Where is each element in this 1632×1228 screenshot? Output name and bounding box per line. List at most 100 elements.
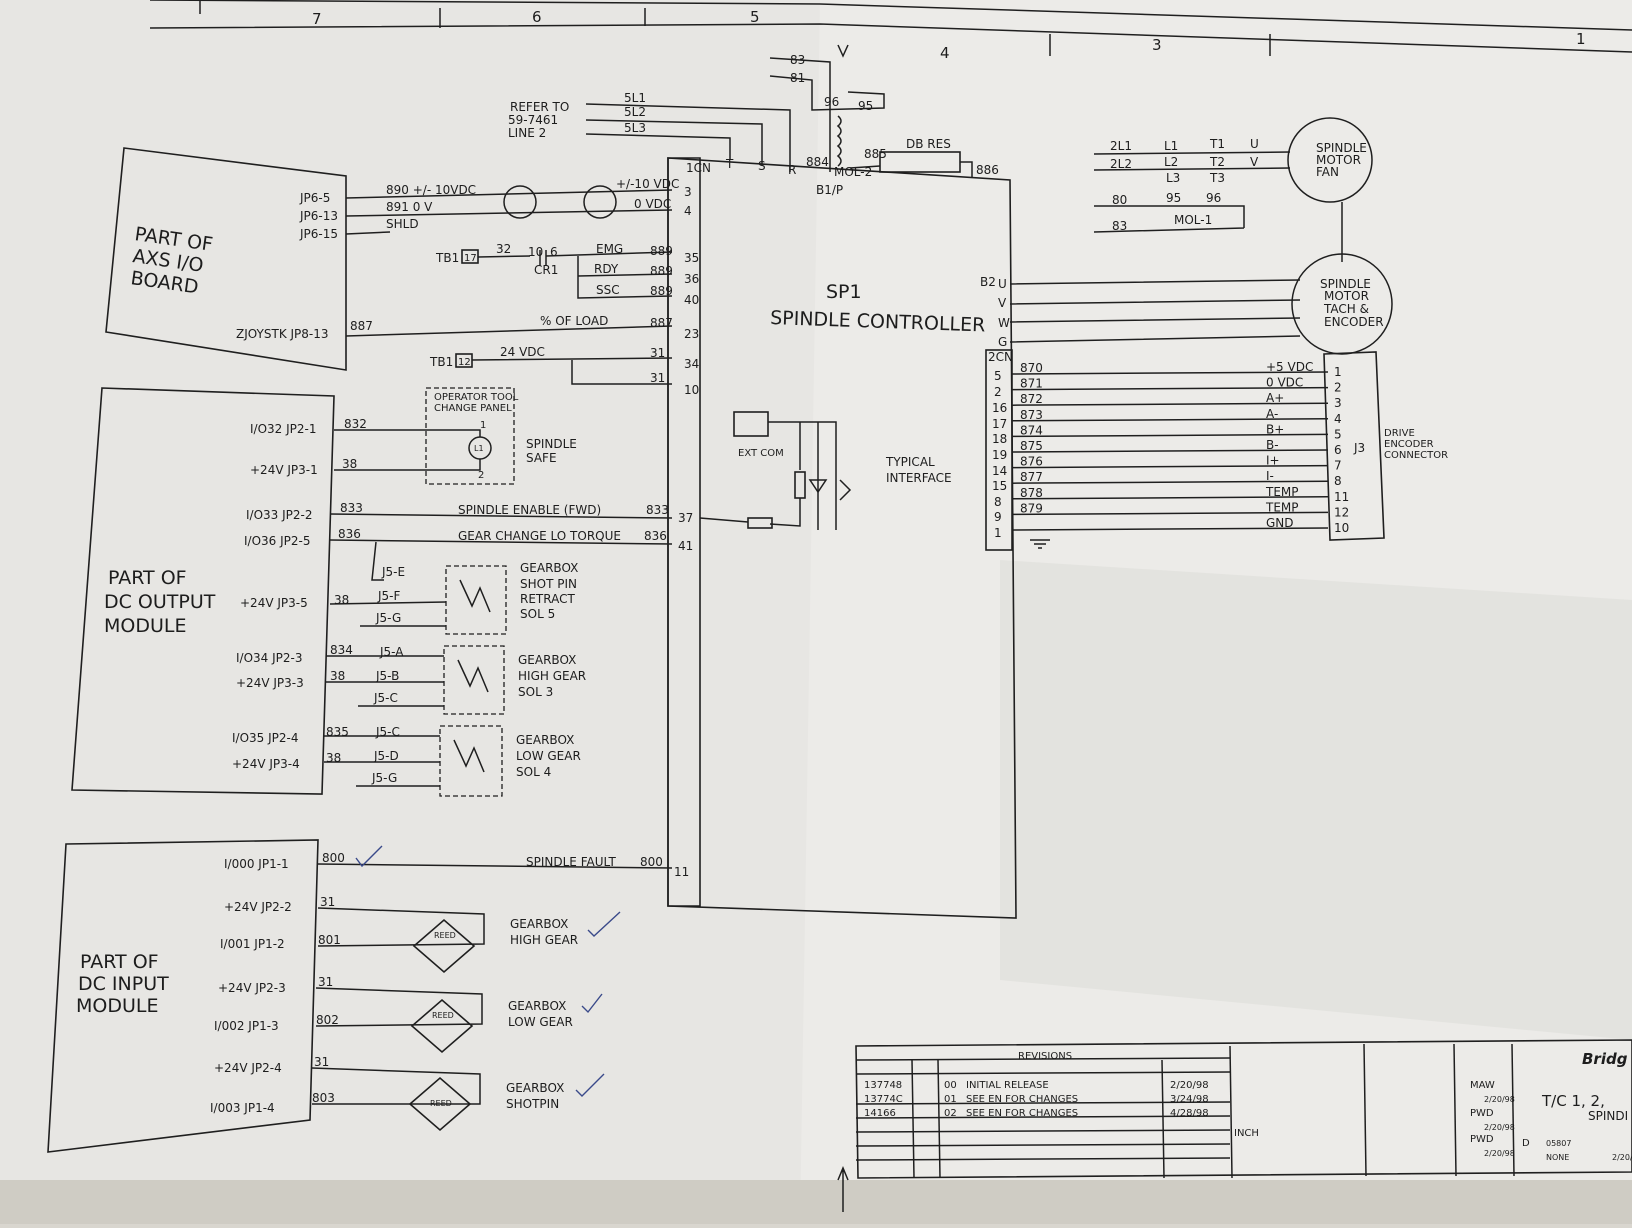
encoder-signal-10: GND: [1266, 516, 1294, 530]
encoder-signal-3: A-: [1266, 407, 1278, 421]
encoder-wire-number-7: 877: [1020, 470, 1043, 484]
revisions-block: REVISIONS 137748 00 INITIAL RELEASE 2/20…: [837, 1039, 1632, 1212]
refer-1: REFER TO: [510, 100, 569, 114]
encoder-signal-8: TEMP: [1265, 485, 1299, 499]
dco-pin-7: I/O35 JP2-4: [232, 731, 299, 745]
wire-31-b: 31: [650, 371, 665, 385]
ctrl-v: V: [998, 296, 1007, 310]
dco-pin-8: +24V JP3-4: [232, 757, 300, 771]
j5-a: J5-A: [379, 645, 404, 659]
encoder-wire-5: [1011, 449, 1329, 453]
j5-f: J5-F: [377, 589, 401, 603]
encoder-label-3: CONNECTOR: [1384, 450, 1448, 461]
operator-2: CHANGE PANEL: [434, 403, 512, 414]
cn2-label: 2CN: [988, 350, 1013, 364]
reed-shot-label: REED: [430, 1099, 452, 1108]
j5-g-b: J5-G: [371, 771, 397, 785]
reed-switch-high: REED 31 801 GEARBOX HIGH GEAR: [317, 895, 621, 974]
date-3: 2/20/98: [1612, 1153, 1632, 1162]
date-2: 2/20/98: [1484, 1149, 1515, 1158]
encoder-pin-0: 1: [1334, 365, 1342, 379]
sol5-3: RETRACT: [520, 592, 575, 606]
rev-row-2-date: 4/28/98: [1170, 1108, 1209, 1119]
wire-32: 32: [496, 242, 511, 256]
rev-row-1-no: 13774C: [864, 1094, 903, 1105]
cr1-label: CR1: [534, 263, 558, 277]
encoder-signal-6: I+: [1266, 454, 1280, 468]
wire-31-d: 31: [318, 975, 333, 989]
drawing-subtitle: SPINDI: [1588, 1109, 1628, 1123]
sol4-2: LOW GEAR: [516, 749, 581, 763]
j5-g-a: J5-G: [375, 611, 401, 625]
encoder-label-1: DRIVE: [1384, 428, 1415, 439]
rev-row-1-desc: SEE EN FOR CHANGES: [966, 1094, 1078, 1105]
encoder-signal-9: TEMP: [1265, 500, 1299, 514]
encoder-wire-number-9: 879: [1020, 501, 1043, 515]
sol5-1: GEARBOX: [520, 561, 578, 575]
lamp-pin-1: 1: [480, 420, 486, 431]
cn2-pin-7: 15: [992, 479, 1007, 493]
approved-by: PWD: [1470, 1134, 1494, 1145]
wire-10: 10: [528, 245, 543, 259]
refer-2: 59-7461: [508, 113, 558, 127]
drawing-title: T/C 1, 2,: [1541, 1092, 1605, 1110]
reed-switch-low: REED 31 802 GEARBOX LOW GEAR: [315, 975, 603, 1054]
cn2-pin-2: 16: [992, 401, 1007, 415]
dci-pin-5: +24V JP2-4: [214, 1061, 282, 1075]
encoder-pin-9: 12: [1334, 505, 1349, 519]
wire-31-c: 31: [320, 895, 335, 909]
spindle-safe-1: SPINDLE: [526, 437, 577, 451]
vdc10-label: +/-10 VDC: [616, 177, 679, 191]
axs-pin-jp6-15: JP6-15: [299, 227, 338, 241]
wire-887-right: 887: [650, 316, 673, 330]
sw-shot-2: SHOTPIN: [506, 1097, 559, 1111]
dco-title-1: PART OF: [108, 567, 187, 589]
vdc24-label: 24 VDC: [500, 345, 545, 359]
spindle-enable-label: SPINDLE ENABLE (FWD): [458, 503, 601, 517]
wire-801: 801: [318, 933, 341, 947]
fscm-value: 05807: [1546, 1139, 1571, 1148]
zero-vdc-label: 0 VDC: [634, 197, 671, 211]
encoder-pin-10: 10: [1334, 521, 1349, 535]
rdy-label: RDY: [594, 262, 619, 276]
cn1-pin-11: 11: [674, 865, 689, 879]
mol-l1: L1: [1164, 139, 1178, 153]
checked-by: PWD: [1470, 1108, 1494, 1119]
term-r: R: [788, 163, 796, 177]
db-res-label: DB RES: [906, 137, 951, 151]
wire-80: 80: [1112, 193, 1127, 207]
cn1-pin-41: 41: [678, 539, 693, 553]
cn1-pin-4: 4: [684, 204, 692, 218]
reed-switch-shotpin: REED 31 803 GEARBOX SHOTPIN: [311, 1055, 605, 1132]
brand-name: Bridg: [1582, 1050, 1628, 1068]
wire-38-d: 38: [326, 751, 341, 765]
encoder-signal-1: 0 VDC: [1266, 376, 1303, 390]
encoder-pin-4: 5: [1334, 427, 1342, 441]
fan-v: V: [1250, 155, 1259, 169]
dci-pin-6: I/003 JP1-4: [210, 1101, 275, 1115]
cn2-pin-0: 5: [994, 369, 1002, 383]
encoder-connector: J3 DRIVE ENCODER CONNECTOR: [1030, 351, 1448, 549]
encoder-wire-0: [1011, 371, 1329, 375]
mol2-label: MOL-2: [834, 165, 872, 179]
tach-title-1: SPINDLE: [1320, 277, 1371, 291]
wire-38-a: 38: [342, 457, 357, 471]
encoder-pin-7: 8: [1334, 474, 1342, 488]
encoder-signal-5: B-: [1266, 438, 1279, 452]
tach-title-4: ENCODER: [1324, 315, 1384, 329]
solenoid-sol3: J5-A J5-B J5-C 834 38 GEARBOX HIGH GEAR …: [326, 643, 586, 715]
dco-pin-5: I/O34 JP2-3: [236, 651, 303, 665]
cn2-pin-6: 14: [992, 464, 1007, 478]
scale-value: NONE: [1546, 1153, 1569, 1162]
wire-889-a: 889: [650, 244, 673, 258]
dco-pin-0: I/O32 JP2-1: [250, 422, 317, 436]
wire-836-left: 836: [338, 527, 361, 541]
mol-t2: T2: [1209, 155, 1225, 169]
encoder-wire-2: [1011, 402, 1329, 406]
typical-2: INTERFACE: [886, 471, 952, 485]
wire-2l2: 2L2: [1110, 157, 1132, 171]
axs-pin-jp6-13: JP6-13: [299, 209, 338, 223]
sw-low-2: LOW GEAR: [508, 1015, 573, 1029]
